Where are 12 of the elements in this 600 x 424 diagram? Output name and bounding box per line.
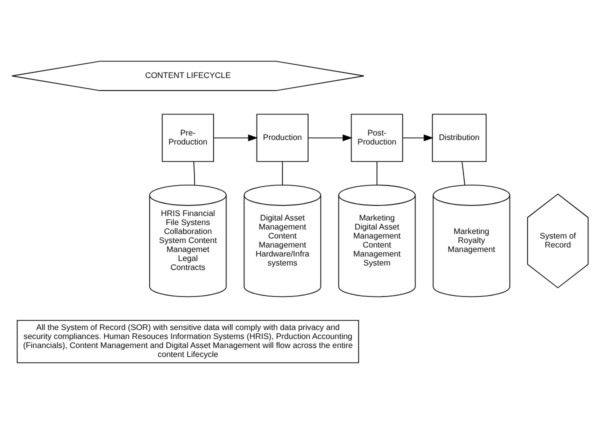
arrow — [402, 134, 434, 142]
connector — [193, 161, 196, 186]
connector — [282, 161, 283, 186]
connector — [462, 161, 466, 186]
arrow — [213, 134, 258, 142]
node-box: Production — [256, 114, 309, 162]
node-box: Pre-Production — [162, 114, 214, 162]
connector — [376, 161, 378, 186]
node-box: All the System of Record (SOR) with sensitive data will comply with data privacy and security compliances. Human Resouces Information Systems (HRIS), Prduction Accounting (Financials), Content Management and Digital Asset Management will flow across the entire content Lifecycle — [16, 320, 360, 364]
node-box: Post-Production — [350, 114, 404, 162]
arrow — [308, 134, 352, 142]
node-box: Distribution — [432, 114, 487, 162]
